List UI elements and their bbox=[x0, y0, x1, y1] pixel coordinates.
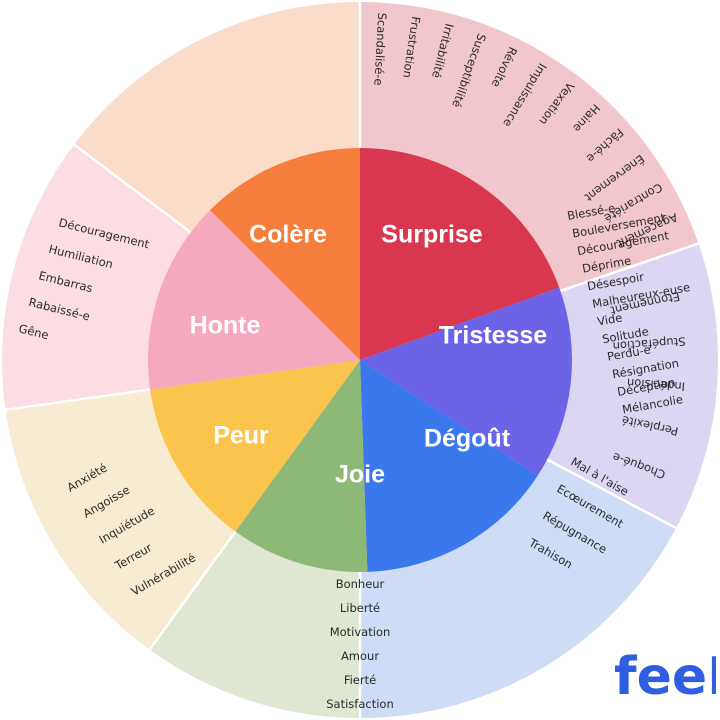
dividers bbox=[5, 2, 699, 718]
core-segment-tristesse bbox=[360, 360, 538, 572]
core-segment-colere bbox=[360, 148, 560, 360]
divider-surprise bbox=[560, 242, 699, 293]
word-joie: Motivation bbox=[330, 625, 391, 639]
word-joie: Fierté bbox=[344, 673, 376, 687]
core-segment-surprise bbox=[360, 287, 572, 476]
word-surprise: Stupéfaction bbox=[612, 334, 686, 353]
divider-peur bbox=[5, 388, 151, 412]
brand-logo: feeL bbox=[614, 647, 716, 707]
inner-core bbox=[147, 148, 572, 572]
core-label-surprise: Surprise bbox=[381, 221, 483, 249]
core-segment-joie bbox=[150, 360, 360, 532]
core-label-tristesse: Tristesse bbox=[439, 322, 548, 350]
core-label-colere: Colère bbox=[249, 221, 327, 249]
core-label-peur: Peur bbox=[213, 422, 269, 450]
word-joie: Bonheur bbox=[336, 577, 385, 591]
word-colere: Scandalisé-e bbox=[371, 12, 389, 86]
word-joie: Satisfaction bbox=[326, 697, 394, 711]
word-joie: Liberté bbox=[340, 601, 380, 615]
core-label-degout: Dégoût bbox=[424, 425, 511, 453]
word-joie: Amour bbox=[341, 649, 379, 663]
divider-honte bbox=[73, 143, 192, 234]
core-segment-honte bbox=[210, 148, 360, 360]
divider-tristesse bbox=[546, 458, 677, 530]
word-tristesse: Vide bbox=[596, 310, 623, 328]
brand-wordmark: feeL bbox=[614, 647, 716, 707]
divider-joie bbox=[148, 530, 237, 651]
core-label-honte: Honte bbox=[190, 312, 261, 340]
word-surprise: Indécision bbox=[626, 376, 685, 394]
core-label-joie: Joie bbox=[335, 461, 385, 489]
core-segment-peur bbox=[147, 210, 360, 390]
core-segment-degout bbox=[235, 360, 368, 572]
